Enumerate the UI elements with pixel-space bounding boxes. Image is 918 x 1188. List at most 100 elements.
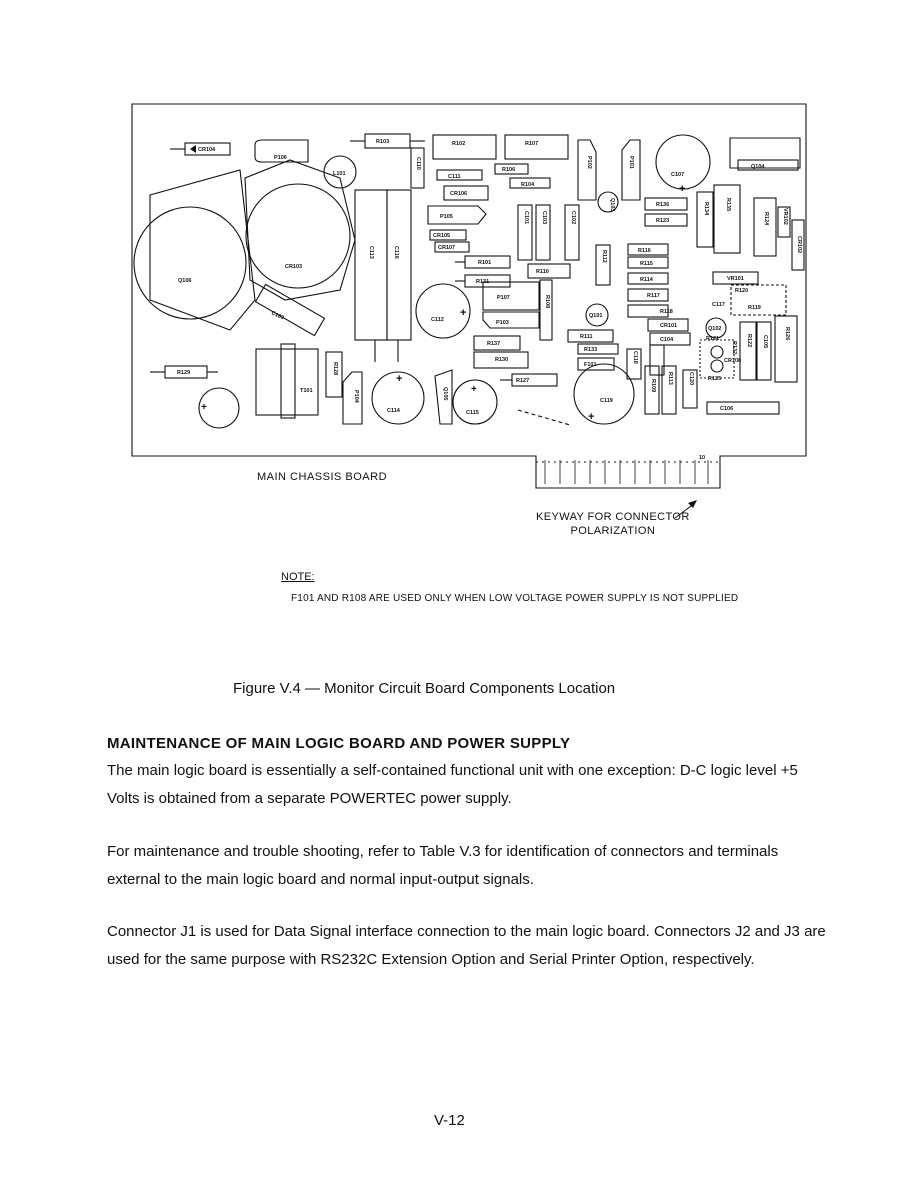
- label-q101: Q101: [589, 313, 602, 319]
- label-r118: R118: [660, 309, 673, 315]
- label-cr107: CR107: [438, 245, 455, 251]
- edge-connector: [544, 460, 709, 484]
- label-r128: R128: [332, 362, 338, 375]
- label-c103: C103: [541, 211, 547, 224]
- label-r109: R109: [650, 379, 656, 392]
- label-r112: R112: [601, 250, 607, 263]
- label-q103: Q103: [609, 198, 615, 211]
- board-outline: [131, 103, 807, 489]
- label-r111: R111: [580, 334, 593, 340]
- label-c120: C120: [688, 372, 694, 385]
- svg-text:+: +: [471, 384, 477, 395]
- label-c102: C102: [570, 211, 576, 224]
- label-r110: R110: [536, 269, 549, 275]
- label-c111: C111: [448, 174, 461, 180]
- keyway-line-2: POLARIZATION: [570, 525, 656, 537]
- label-vr101: VR101: [727, 276, 744, 282]
- label-p102: P102: [586, 156, 592, 169]
- paragraph-2: For maintenance and trouble shooting, re…: [107, 843, 779, 888]
- q106-outline: [149, 169, 256, 331]
- label-r107: R107: [525, 141, 538, 147]
- keyway-line-1: KEYWAY FOR CONNECTOR: [536, 511, 690, 523]
- cr103-outline: [244, 159, 356, 301]
- label-p101: P101: [628, 156, 634, 169]
- label-c113: C113: [368, 246, 374, 259]
- label-r104: R104: [521, 182, 535, 188]
- section-heading: MAINTENANCE OF MAIN LOGIC BOARD AND POWE…: [107, 735, 571, 752]
- label-r122: R122: [746, 334, 752, 347]
- paragraph-3: Connector J1 is used for Data Signal int…: [107, 923, 826, 968]
- label-l101: L101: [333, 171, 346, 177]
- label-r113: R113: [667, 372, 673, 385]
- label-vr102: VR102: [782, 208, 788, 225]
- label-q106: Q106: [178, 278, 191, 284]
- board-label: MAIN CHASSIS BOARD: [257, 471, 388, 483]
- label-cr108: CR108: [724, 358, 741, 364]
- label-r136: R136: [656, 202, 669, 208]
- page-number: V-12: [434, 1112, 465, 1129]
- label-p103: P103: [496, 320, 509, 326]
- label-c106: C106: [720, 406, 733, 412]
- label-c107: C107: [671, 172, 684, 178]
- svg-text:+: +: [588, 411, 594, 423]
- label-r116: R116: [638, 248, 651, 254]
- svg-text:+: +: [679, 183, 685, 195]
- label-r119: R119: [748, 305, 761, 311]
- note-text: F101 AND R108 ARE USED ONLY WHEN LOW VOL…: [291, 593, 739, 604]
- label-p104: P104: [353, 390, 359, 404]
- label-cr102: CR102: [796, 236, 802, 253]
- label-cr103: CR103: [285, 264, 302, 270]
- paragraph-1: The main logic board is essentially a se…: [107, 762, 798, 807]
- label-c105: C105: [762, 335, 768, 348]
- label-q105: Q105: [442, 387, 448, 400]
- label-r102: R102: [452, 141, 465, 147]
- note-label: NOTE:: [281, 571, 315, 583]
- label-c109: C109: [270, 310, 284, 321]
- label-r117: R117: [647, 293, 660, 299]
- label-p106: P106: [274, 155, 287, 161]
- label-cr101: CR101: [660, 323, 677, 329]
- keyway-label: KEYWAY FOR CONNECTOR POLARIZATION: [536, 510, 690, 538]
- label-r127: R127: [516, 378, 529, 384]
- label-p105: P105: [440, 214, 453, 220]
- label-r130: R130: [495, 357, 508, 363]
- label-r133: R133: [584, 347, 597, 353]
- label-r121: R121: [706, 336, 719, 342]
- label-cr106: CR106: [450, 191, 467, 197]
- figure-caption: Figure V.4 — Monitor Circuit Board Compo…: [233, 680, 616, 697]
- label-r120: R120: [735, 288, 748, 294]
- connector-number: 10: [699, 455, 705, 461]
- label-r123: R123: [656, 218, 669, 224]
- label-r134: R134: [703, 202, 709, 216]
- keyway-arrow-icon: [688, 500, 697, 508]
- label-r125: R125: [708, 376, 721, 382]
- label-f101: F101: [584, 362, 597, 368]
- label-c104: C104: [660, 337, 674, 343]
- svg-text:+: +: [460, 307, 466, 319]
- label-r137: R137: [487, 341, 500, 347]
- label-c114: C114: [387, 408, 401, 414]
- label-r132: R132: [731, 341, 737, 354]
- label-q104: Q104: [751, 164, 765, 170]
- label-r124: R124: [763, 212, 769, 226]
- label-c110: C110: [415, 157, 421, 170]
- label-r129: R129: [177, 370, 190, 376]
- label-t101: T101: [300, 388, 313, 394]
- svg-text:+: +: [201, 402, 207, 413]
- label-cr105: CR105: [433, 233, 450, 239]
- label-c117: C117: [712, 302, 725, 308]
- label-r114: R114: [640, 277, 654, 283]
- label-c115: C115: [466, 410, 479, 416]
- label-c118: C118: [632, 351, 638, 364]
- label-r115: R115: [640, 261, 653, 267]
- label-r103: R103: [376, 139, 389, 145]
- label-r126: R126: [784, 327, 790, 340]
- label-q102: Q102: [708, 326, 721, 332]
- label-c101: C101: [523, 211, 529, 224]
- label-r106: R106: [502, 167, 515, 173]
- label-p107: P107: [497, 295, 510, 301]
- label-c112: C112: [431, 317, 444, 323]
- label-r101: R101: [478, 260, 491, 266]
- label-c116: C116: [393, 246, 399, 259]
